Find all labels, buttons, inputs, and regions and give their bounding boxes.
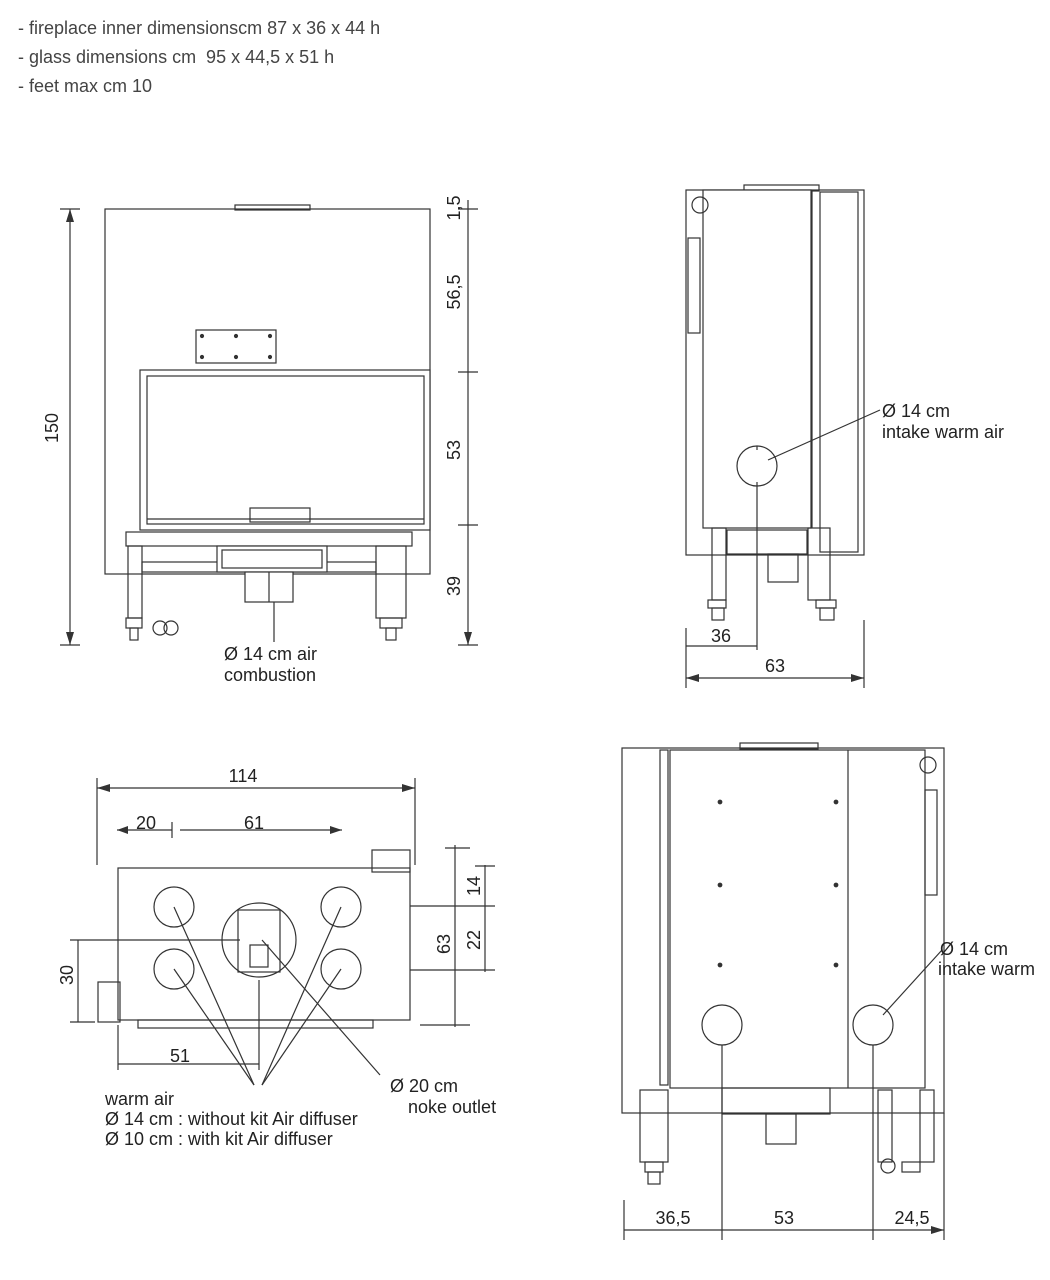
- side-label-line2: intake warm air: [882, 422, 1004, 442]
- spec-feet-max: - feet max cm 10: [18, 76, 153, 96]
- warm-air-line1: Ø 14 cm : without kit Air diffuser: [105, 1109, 358, 1129]
- spec-glass-dimensions: - glass dimensions cm 95 x 44,5 x 51 h: [18, 47, 335, 67]
- side-dim-offset: 36: [711, 626, 731, 646]
- smoke-outlet-line2: noke outlet: [408, 1097, 496, 1117]
- front-dim-total-height: 150: [42, 413, 62, 443]
- top-dim-width: 114: [229, 766, 258, 786]
- back-view-drawing: [621, 742, 945, 1240]
- top-dim-51: 51: [170, 1046, 190, 1066]
- front-dim-upper: 56,5: [444, 274, 464, 309]
- front-dim-glass: 53: [444, 440, 464, 460]
- side-label-line1: Ø 14 cm: [882, 401, 950, 421]
- top-dim-middle: 61: [244, 813, 264, 833]
- top-dim-30: 30: [57, 965, 77, 985]
- specifications-list: - fireplace inner dimensionscm 87 x 36 x…: [18, 14, 380, 101]
- top-dim-22: 22: [464, 930, 484, 950]
- warm-air-title: warm air: [104, 1089, 174, 1109]
- front-label-air-line2: combustion: [224, 665, 316, 685]
- spec-inner-dimensions: - fireplace inner dimensionscm 87 x 36 x…: [18, 18, 381, 38]
- top-view-drawing: [70, 778, 495, 1086]
- side-view-drawing: [685, 184, 881, 688]
- back-label-line1: Ø 14 cm: [940, 939, 1008, 959]
- front-dim-base: 39: [444, 576, 464, 596]
- back-dim-middle: 53: [774, 1208, 794, 1228]
- front-label-air-line1: Ø 14 cm air: [224, 644, 317, 664]
- top-dim-depth: 63: [434, 934, 454, 954]
- warm-air-line2: Ø 10 cm : with kit Air diffuser: [105, 1129, 333, 1149]
- smoke-outlet-line1: Ø 20 cm: [390, 1076, 458, 1096]
- front-dim-top-gap: 1,5: [444, 195, 464, 220]
- back-dim-right: 24,5: [894, 1208, 929, 1228]
- front-view-drawing: [60, 200, 478, 646]
- top-dim-14: 14: [464, 876, 484, 896]
- side-dim-depth: 63: [765, 656, 785, 676]
- back-dim-left: 36,5: [655, 1208, 690, 1228]
- back-label-line2: intake warm: [938, 959, 1035, 979]
- top-dim-left: 20: [136, 813, 156, 833]
